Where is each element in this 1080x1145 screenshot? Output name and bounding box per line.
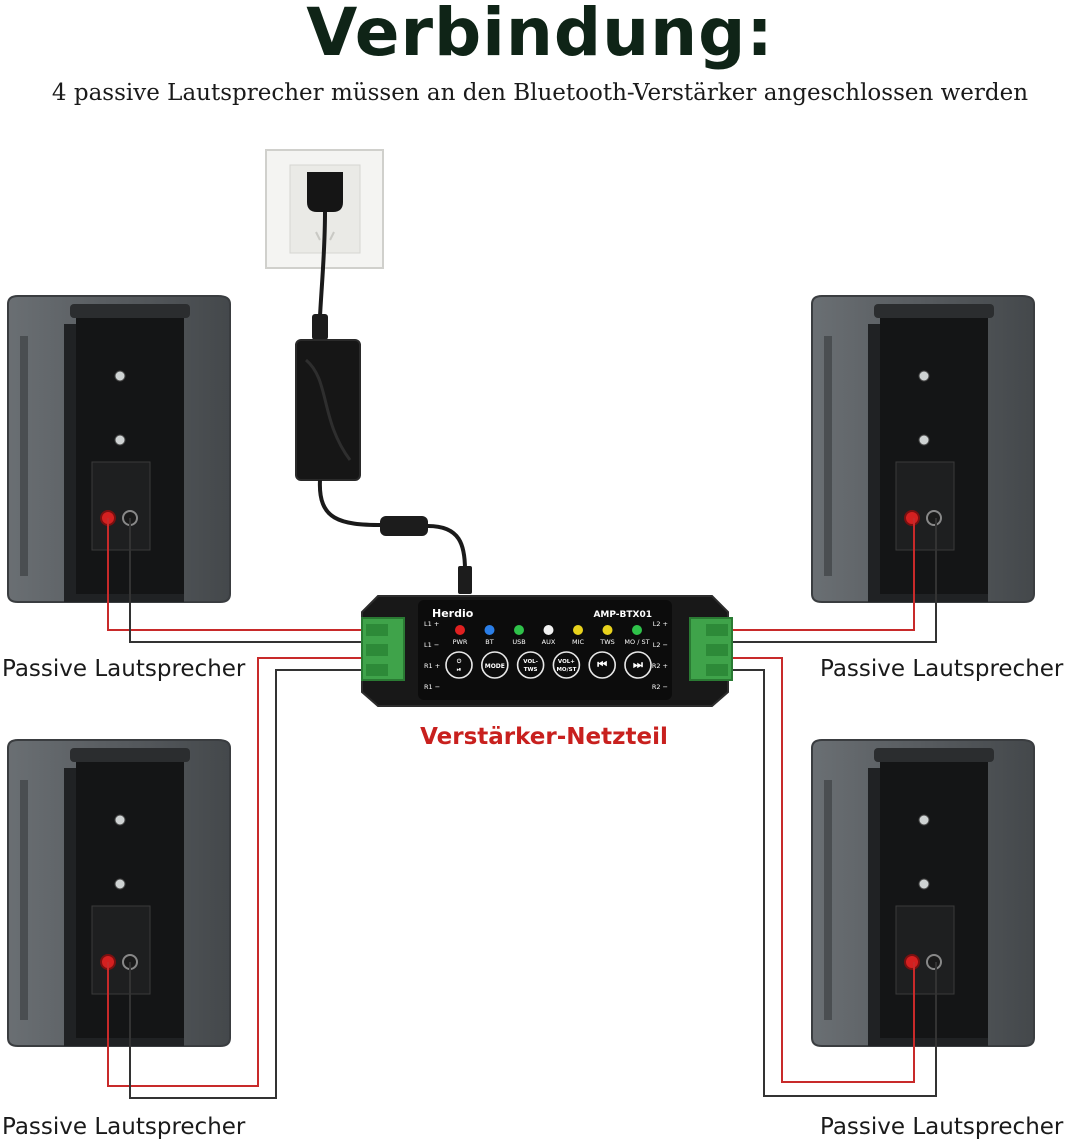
speaker-terminal-negative bbox=[926, 954, 942, 970]
amp-terminal-label-right: L2 − bbox=[653, 641, 668, 649]
speaker-label-top-left: Passive Lautsprecher bbox=[2, 656, 246, 682]
speaker-screw bbox=[918, 370, 930, 382]
amp-indicator-label: PWR bbox=[453, 638, 468, 646]
amp-button-label: ⏯ bbox=[457, 667, 461, 673]
speaker-terminal-negative bbox=[926, 510, 942, 526]
amp-indicator-label: TWS bbox=[599, 638, 615, 646]
amp-button bbox=[588, 651, 617, 679]
amp-indicator-label: MO / ST bbox=[624, 638, 649, 646]
speaker-back-panel bbox=[880, 758, 988, 1038]
speaker-terminal-positive bbox=[904, 510, 920, 526]
amp-button-label: VOL- bbox=[523, 659, 538, 665]
speaker-top-right bbox=[811, 295, 1035, 603]
speaker-wire-5 bbox=[129, 669, 378, 1099]
speaker-wire-7 bbox=[718, 669, 937, 1097]
speaker-screw bbox=[918, 878, 930, 890]
amp-button-label: ⏻ bbox=[457, 658, 462, 665]
amp-terminal-label-left: L1 − bbox=[424, 641, 439, 649]
terminal-block-left bbox=[361, 617, 405, 681]
amp-indicator-led bbox=[602, 625, 613, 635]
amp-indicator-led bbox=[455, 625, 465, 635]
amp-indicator-led bbox=[632, 625, 642, 635]
amp-button bbox=[516, 651, 545, 679]
amp-indicator-row: PWR BT USB AUX MIC TWS MO / ST bbox=[453, 625, 650, 646]
speaker-screw bbox=[918, 434, 930, 446]
amp-button bbox=[445, 651, 473, 679]
speaker-edge bbox=[824, 336, 832, 576]
amp-terminal-labels: L1 + L1 − R1 + R1 − L2 + L2 − R2 + R2 − bbox=[424, 620, 668, 691]
speaker-screw bbox=[114, 370, 126, 382]
speaker-label-bottom-right: Passive Lautsprecher bbox=[820, 1114, 1064, 1140]
amp-terminal-label-left: L1 + bbox=[424, 620, 439, 628]
speaker-screw bbox=[114, 878, 126, 890]
speaker-terminal-plate bbox=[91, 905, 151, 995]
amp-indicator-led bbox=[573, 625, 583, 635]
amp-button-label: ⏮ bbox=[597, 658, 607, 671]
speaker-wire-1 bbox=[129, 518, 378, 643]
amplifier-label: Verstärker-Netzteil bbox=[420, 724, 668, 750]
speaker-edge bbox=[20, 780, 28, 1020]
speaker-edge bbox=[824, 780, 832, 1020]
speaker-label-top-right: Passive Lautsprecher bbox=[820, 656, 1064, 682]
amp-indicator-label: USB bbox=[512, 638, 525, 646]
terminal-block-right bbox=[689, 617, 733, 681]
speaker-terminal-plate bbox=[895, 461, 955, 551]
amp-button-row: ⏻ ⏯ MODE VOL- TWS VOL+ MO/ST ⏮ ⏭ bbox=[445, 651, 652, 679]
speaker-wires bbox=[107, 518, 937, 1099]
speaker-top-mount bbox=[70, 748, 190, 762]
amp-button bbox=[480, 651, 509, 679]
amp-terminal-label-left: R1 − bbox=[424, 683, 440, 691]
amp-indicator-label: MIC bbox=[572, 638, 585, 646]
amp-button bbox=[552, 651, 581, 679]
speaker-bottom-right bbox=[811, 739, 1035, 1047]
amp-brand: Herdio bbox=[432, 607, 474, 620]
amp-indicator-label: BT bbox=[485, 638, 493, 646]
speaker-top-mount bbox=[874, 304, 994, 318]
speaker-terminal-plate bbox=[91, 461, 151, 551]
speaker-terminal-positive bbox=[904, 954, 920, 970]
amp-button bbox=[624, 651, 652, 679]
speaker-terminal-plate bbox=[895, 905, 955, 995]
amp-indicator-label: AUX bbox=[542, 638, 556, 646]
amp-terminal-label-right: L2 + bbox=[653, 620, 668, 628]
speaker-wire-4 bbox=[107, 657, 378, 1087]
amp-terminal-label-right: R2 + bbox=[652, 662, 668, 670]
speaker-screw bbox=[114, 814, 126, 826]
amp-button-label: VOL+ bbox=[558, 659, 575, 665]
speaker-wire-0 bbox=[107, 518, 378, 631]
page-title: Verbindung: bbox=[306, 0, 774, 71]
amp-terminal-label-right: R2 − bbox=[652, 683, 668, 691]
speaker-top-left bbox=[7, 295, 231, 603]
speaker-wire-6 bbox=[718, 657, 915, 1083]
amp-button-label: MODE bbox=[485, 663, 505, 670]
speaker-top-mount bbox=[874, 748, 994, 762]
speaker-back-panel bbox=[880, 314, 988, 594]
speaker-wire-2 bbox=[718, 518, 915, 631]
speaker-screw bbox=[918, 814, 930, 826]
speaker-screw bbox=[114, 434, 126, 446]
amp-model: AMP-BTX01 bbox=[593, 610, 652, 620]
amp-indicator-led bbox=[484, 625, 495, 635]
amp-button-label: ⏭ bbox=[633, 658, 643, 671]
speaker-wire-3 bbox=[718, 518, 937, 643]
page-subtitle: 4 passive Lautsprecher müssen an den Blu… bbox=[51, 80, 1029, 106]
amp-indicator-led bbox=[543, 625, 554, 635]
bluetooth-amplifier: Herdio AMP-BTX01 PWR BT USB AUX MIC TWS MO / S… bbox=[361, 595, 733, 707]
speaker-label-bottom-left: Passive Lautsprecher bbox=[2, 1114, 246, 1140]
power-adapter bbox=[295, 211, 472, 594]
amp-indicator-led bbox=[514, 625, 524, 635]
amp-button-label: MO/ST bbox=[556, 667, 576, 673]
amp-button-label: TWS bbox=[524, 667, 538, 673]
speaker-bottom-left bbox=[7, 739, 231, 1047]
speaker-edge bbox=[20, 336, 28, 576]
speaker-top-mount bbox=[70, 304, 190, 318]
amp-terminal-label-left: R1 + bbox=[424, 662, 440, 670]
